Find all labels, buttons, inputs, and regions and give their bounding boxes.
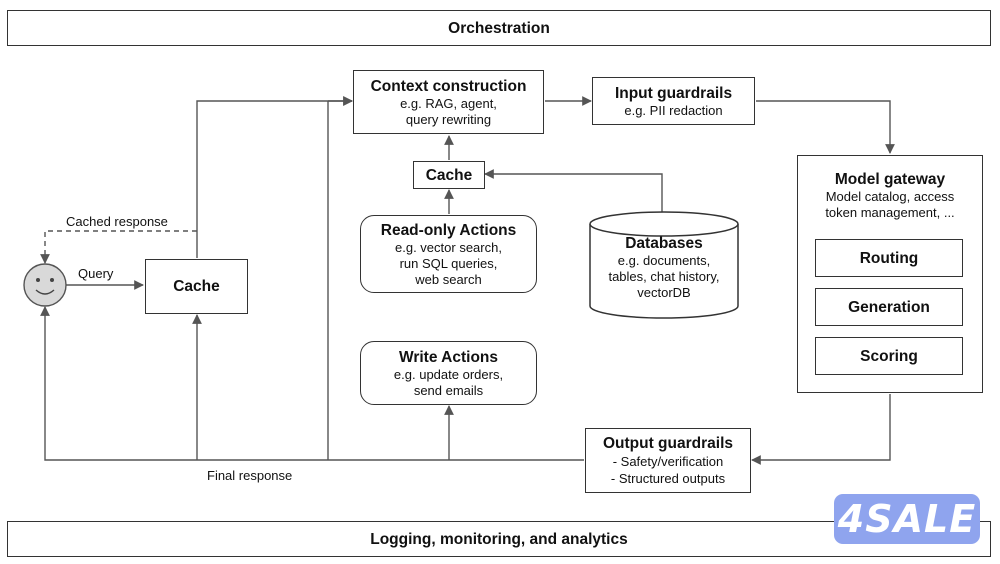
context-line-2: query rewriting — [405, 111, 492, 127]
model-gateway-line-1: Model catalog, access — [825, 189, 955, 204]
model-gateway-line-2: token management, ... — [825, 205, 955, 220]
routing-box: Routing — [815, 239, 963, 277]
model-gateway-title: Model gateway — [834, 171, 946, 188]
input-to-gateway-arrow — [756, 100, 895, 154]
orchestration-label: Orchestration — [448, 19, 550, 37]
write-actions-line-1: e.g. update orders, — [393, 366, 504, 382]
read-actions-line-1: e.g. vector search, — [395, 239, 502, 255]
cached-response-arrow — [40, 230, 197, 264]
output-guardrails-title: Output guardrails — [602, 435, 734, 452]
cache-left-label: Cache — [173, 278, 220, 295]
context-title: Context construction — [370, 77, 527, 95]
context-construction-box: Context construction e.g. RAG, agent, qu… — [353, 70, 544, 134]
query-label: Query — [78, 266, 114, 281]
logging-bar: Logging, monitoring, and analytics — [7, 521, 991, 557]
databases-line-2: tables, chat history, — [608, 269, 720, 284]
databases-title: Databases — [625, 235, 703, 252]
scoring-label: Scoring — [860, 347, 918, 365]
read-only-actions-box: Read-only Actions e.g. vector search, ru… — [360, 215, 537, 293]
logging-label: Logging, monitoring, and analytics — [370, 530, 628, 548]
output-guardrails-line-2: - Structured outputs — [610, 471, 726, 486]
write-actions-title: Write Actions — [398, 348, 499, 366]
cached-response-label: Cached response — [66, 214, 168, 229]
output-guardrails-line-1: - Safety/verification — [612, 454, 724, 469]
watermark-logo: 4SALE — [834, 494, 980, 544]
final-response-label: Final response — [207, 468, 293, 483]
read-actions-line-3: web search — [415, 271, 482, 287]
databases-line-1: e.g. documents, — [617, 253, 711, 268]
cache-to-context-arrow — [196, 96, 353, 258]
context-line-1: e.g. RAG, agent, — [400, 95, 497, 111]
write-actions-box: Write Actions e.g. update orders, send e… — [360, 341, 537, 405]
read-actions-line-2: run SQL queries, — [399, 255, 498, 271]
input-guardrails-title: Input guardrails — [614, 84, 733, 102]
generation-box: Generation — [815, 288, 963, 326]
gateway-to-output-arrow — [751, 394, 891, 465]
orchestration-bar: Orchestration — [7, 10, 991, 46]
db-to-cache-arrow — [484, 169, 663, 214]
watermark-text: 4SALE — [837, 497, 977, 541]
scoring-box: Scoring — [815, 337, 963, 375]
database-cylinder-icon — [589, 211, 739, 319]
read-actions-title: Read-only Actions — [380, 221, 517, 239]
final-response-arrow — [40, 306, 584, 461]
databases-line-3: vectorDB — [637, 285, 691, 300]
output-guardrails-box: Output guardrails - Safety/verification … — [585, 428, 751, 493]
input-guardrails-box: Input guardrails e.g. PII redaction — [592, 77, 755, 125]
write-actions-line-2: send emails — [413, 382, 484, 398]
cache-top-box: Cache — [413, 161, 485, 189]
databases-box: Databases e.g. documents, tables, chat h… — [590, 212, 738, 318]
input-guardrails-line-1: e.g. PII redaction — [624, 102, 723, 118]
user-icon — [23, 263, 67, 307]
cache-top-label: Cache — [425, 166, 473, 184]
routing-label: Routing — [859, 249, 919, 267]
generation-label: Generation — [848, 298, 930, 316]
cache-left-box: Cache — [145, 259, 248, 314]
